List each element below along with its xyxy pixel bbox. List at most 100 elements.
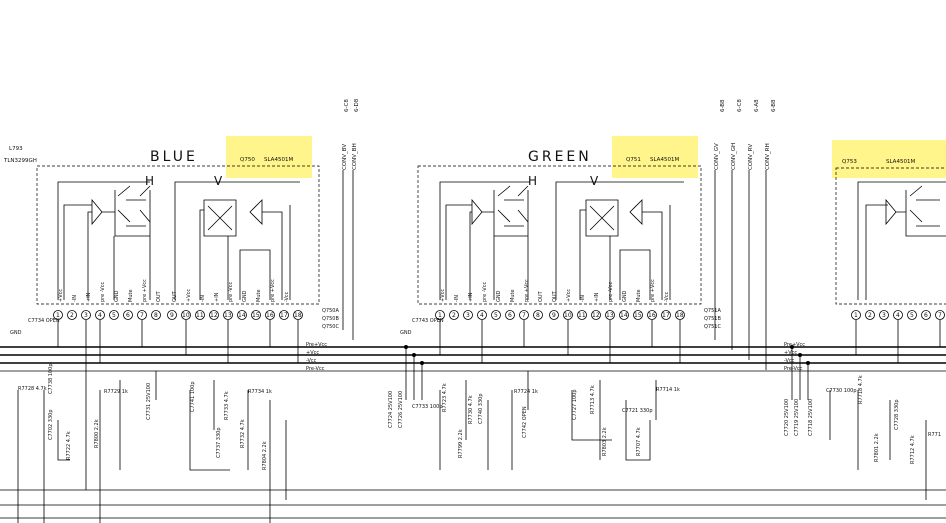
pin-circle (81, 310, 91, 320)
pin-number: 18 (676, 312, 684, 319)
connector-ref: 6-C8 (344, 99, 350, 112)
green-block: GREEN Q751 SLA4501M H V +Vcc -IN +IN pre… (400, 99, 777, 370)
pin-circle (251, 310, 261, 320)
green-q-label: Q751A (704, 308, 721, 314)
pin-label: -IN (580, 295, 586, 302)
green-open-cap: C7743 OPEN (412, 318, 444, 324)
pin-number: 17 (662, 312, 670, 319)
pin-label: pre -Vcc (482, 282, 488, 302)
bus-label: Pre-Vcc (784, 366, 803, 372)
pin-label: +IN (214, 292, 220, 302)
pin-number: 2 (452, 312, 456, 319)
pin-number: 4 (896, 312, 900, 319)
pin-circle (137, 310, 147, 320)
pin-number: 6 (924, 312, 928, 319)
component-label: R7723 4.7k (442, 383, 448, 412)
connector-ref: 6-C8 (737, 99, 743, 112)
pin-number: 8 (536, 312, 540, 319)
pin-label: pre -Vcc (608, 282, 614, 302)
pin-label: Mute (256, 289, 262, 302)
pin-label: +Vcc (440, 289, 446, 302)
pin-circle (293, 310, 303, 320)
pin-number: 13 (606, 312, 614, 319)
component-label: R7803 2.2k (602, 427, 608, 456)
pin-circle (123, 310, 133, 320)
pin-number: 1 (438, 312, 442, 319)
component-label: R7801 2.2k (874, 433, 880, 462)
green-q-label: Q751B (704, 316, 721, 322)
blue-chip-highlight (226, 136, 312, 178)
pin-drop-wires (57, 320, 941, 363)
component-label: C7731 25V100 (146, 383, 152, 420)
component-label: C7721 330p (622, 408, 653, 414)
component-label: R7733 4.7k (224, 391, 230, 420)
component-label: R771 (928, 432, 941, 438)
pin-number: 14 (238, 312, 246, 319)
lower-wiring (17, 320, 927, 523)
pin-label: +Vcc (566, 289, 572, 302)
pin-circle (505, 310, 515, 320)
connector-ref: 6-D8 (354, 98, 360, 112)
component-label: R7714 1k (656, 387, 680, 393)
green-chip-part: SLA4501M (650, 157, 679, 163)
blue-h-amp (57, 181, 151, 300)
blue-section-v: V (214, 174, 225, 188)
right-block: Q753 SLA4501M 1 2 3 4 5 6 7 (832, 140, 946, 320)
pin-number: 7 (140, 312, 144, 319)
pin-circle (661, 310, 671, 320)
component-label: R7713 4.7k (590, 385, 596, 414)
green-pin-labels: +Vcc -IN +IN pre -Vcc GND Mute pre +Vcc … (440, 279, 670, 302)
pin-number: 14 (620, 312, 628, 319)
blue-v-amp (174, 181, 300, 300)
green-chip-highlight (612, 136, 698, 178)
pin-circle (223, 310, 233, 320)
pin-label: -IN (72, 295, 78, 302)
pin-label: OUT (156, 290, 162, 302)
connector-label: CONV_BH (352, 143, 358, 170)
pin-circle (907, 310, 917, 320)
pin-circle (463, 310, 473, 320)
pin-circle (195, 310, 205, 320)
pin-label: -IN (454, 295, 460, 302)
component-label: R7732 4.7k (240, 419, 246, 448)
lower-components: R7728 4.7k C7738 100p C7702 330p R7722 4… (0, 320, 946, 523)
connector-label: CONV_GV (714, 143, 720, 170)
pin-circle (633, 310, 643, 320)
right-chip-ref: Q753 (842, 159, 857, 165)
component-label: C7742 OPEN (522, 406, 528, 438)
connector-ref: 6-A8 (754, 99, 760, 112)
component-label: R7712 4.7k (910, 435, 916, 464)
bus-label: -Vcc (784, 358, 795, 364)
component-label: C7733 100p (412, 404, 443, 410)
component-label: C7726 25V100 (398, 391, 404, 428)
connector-ref: 6-B8 (771, 99, 777, 112)
right-pin-row: 1 2 3 4 5 6 7 (851, 310, 945, 320)
component-label: R7718 4.7k (858, 375, 864, 404)
pin-number: 7 (522, 312, 526, 319)
pin-label: -Vcc (664, 291, 670, 302)
pin-circle (237, 310, 247, 320)
blue-pin-labels: +Vcc -IN +IN pre -Vcc GND Mute pre +Vcc … (58, 279, 290, 302)
blue-section-h: H (145, 174, 157, 188)
connector-label: CONV_BV (342, 144, 348, 170)
pin-label: OUT (172, 290, 178, 302)
pin-label: pre +Vcc (142, 279, 148, 302)
bus-label: Pre-Vcc (306, 366, 325, 372)
blue-chip-outline (36, 165, 320, 305)
pin-number: 9 (552, 312, 556, 319)
pin-label: +IN (86, 292, 92, 302)
pin-label: +Vcc (58, 289, 64, 302)
pin-number: 4 (480, 312, 484, 319)
gnd-label: GND (10, 330, 22, 336)
pin-number: 5 (910, 312, 914, 319)
pin-number: 5 (112, 312, 116, 319)
pin-number: 2 (868, 312, 872, 319)
pin-label: GND (496, 290, 502, 302)
pin-label: pre -Vcc (228, 282, 234, 302)
pin-label: -Vcc (284, 291, 290, 302)
green-block-title: GREEN (528, 149, 592, 165)
pin-label: pre -Vcc (100, 282, 106, 302)
component-label: C7741 100p (190, 381, 196, 412)
pin-number: 10 (564, 312, 572, 319)
right-chip-highlight (832, 140, 946, 178)
